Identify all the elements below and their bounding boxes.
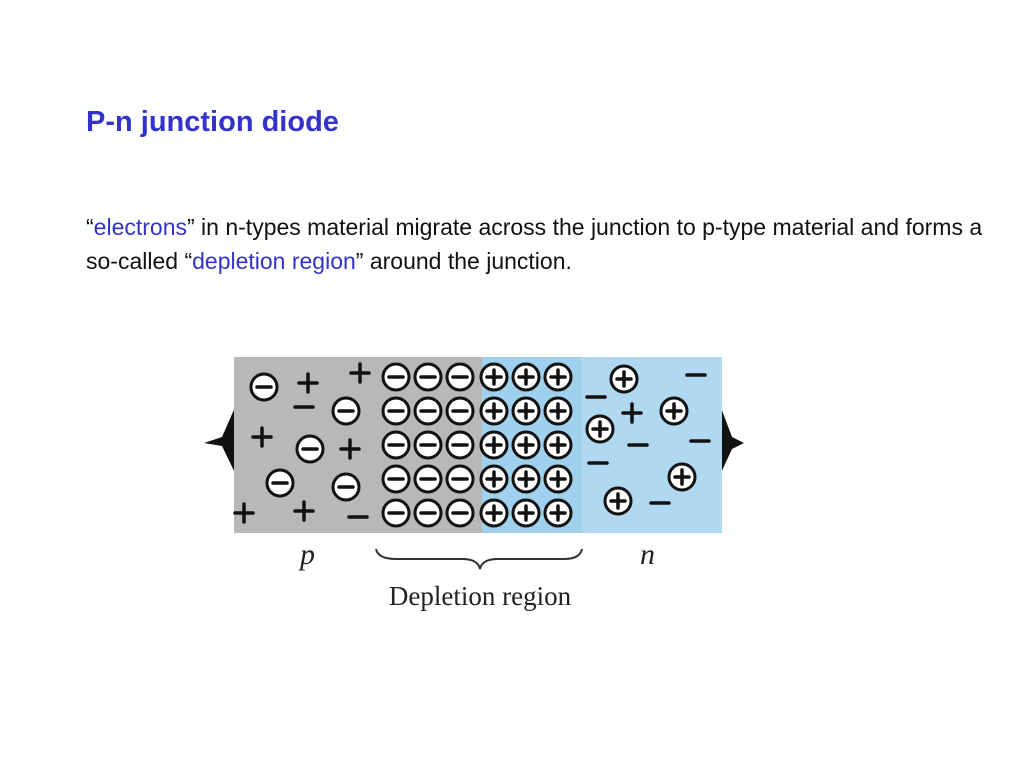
right-terminal bbox=[720, 405, 744, 475]
quote-close: ” bbox=[187, 214, 195, 240]
hole bbox=[339, 438, 361, 460]
donor-ion-sign bbox=[615, 370, 633, 388]
depletion-label: Depletion region bbox=[389, 581, 572, 611]
slide-title: P-n junction diode bbox=[86, 106, 339, 138]
n-label: n bbox=[640, 538, 655, 571]
charge-carriers bbox=[233, 362, 711, 528]
donor-ion-sign bbox=[485, 368, 503, 386]
donor-ion-sign bbox=[549, 436, 567, 454]
donor-ion-sign bbox=[665, 402, 683, 420]
hole bbox=[251, 426, 273, 448]
donor-ion-sign bbox=[517, 470, 535, 488]
donor-ion-sign bbox=[517, 436, 535, 454]
quote-open: “ bbox=[184, 248, 193, 274]
highlight-depletion-region: depletion region bbox=[192, 248, 356, 274]
hole bbox=[349, 362, 371, 384]
donor-ion-sign bbox=[591, 420, 609, 438]
donor-ion-sign bbox=[549, 402, 567, 420]
n-plus bbox=[621, 402, 643, 424]
donor-ion-sign bbox=[485, 504, 503, 522]
hole bbox=[233, 502, 255, 524]
depletion-brace bbox=[375, 548, 583, 570]
quote-open: “ bbox=[86, 214, 94, 240]
donor-ion-sign bbox=[517, 402, 535, 420]
quote-close: ” bbox=[355, 248, 364, 274]
donor-ion-sign bbox=[485, 470, 503, 488]
donor-ion-sign bbox=[673, 468, 691, 486]
donor-ion-sign bbox=[549, 470, 567, 488]
donor-ion-sign bbox=[517, 504, 535, 522]
highlight-electrons: electrons bbox=[93, 214, 187, 240]
hole bbox=[293, 500, 315, 522]
donor-ion-sign bbox=[549, 368, 567, 386]
left-terminal bbox=[204, 405, 236, 475]
donor-ion-sign bbox=[517, 368, 535, 386]
p-label: p bbox=[298, 538, 315, 571]
body-text-part2: around the junction. bbox=[363, 248, 572, 274]
donor-ion-sign bbox=[485, 436, 503, 454]
donor-ion-sign bbox=[549, 504, 567, 522]
n-region bbox=[582, 357, 722, 533]
hole bbox=[297, 372, 319, 394]
body-text-part1: in n-types material migrate across the j… bbox=[86, 214, 983, 274]
body-paragraph: “electrons” in n-types material migrate … bbox=[86, 210, 986, 278]
donor-ion-sign bbox=[485, 402, 503, 420]
donor-ion-sign bbox=[609, 492, 627, 510]
pn-junction-diagram: p n Depletion region bbox=[200, 345, 760, 625]
